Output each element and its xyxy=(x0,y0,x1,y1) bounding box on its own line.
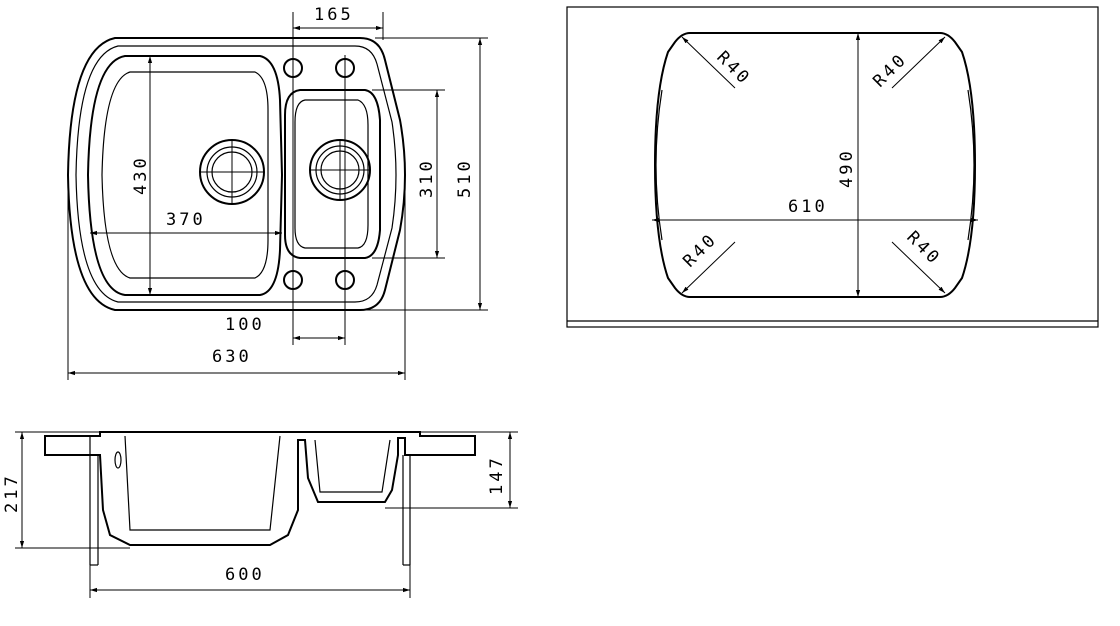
left-bowl xyxy=(86,55,284,296)
dim-165: 165 xyxy=(314,5,354,25)
dim-370: 370 xyxy=(166,210,206,230)
dim-100: 100 xyxy=(225,315,265,335)
cutout-view: 490 610 R40 R40 R40 R40 xyxy=(566,6,1099,328)
drain-right xyxy=(309,139,371,201)
radius-label: R40 xyxy=(679,229,721,271)
dim-147: 147 xyxy=(487,455,507,495)
dim-610: 610 xyxy=(788,197,828,217)
dim-217: 217 xyxy=(2,473,22,513)
dim-630: 630 xyxy=(212,347,252,367)
cutout-outline xyxy=(653,32,977,298)
radius-label: R40 xyxy=(869,49,911,91)
dim-430: 430 xyxy=(131,155,151,195)
dim-490: 490 xyxy=(837,148,857,188)
radius-label: R40 xyxy=(712,47,754,89)
dim-600: 600 xyxy=(225,565,265,585)
side-view: 217 147 600 xyxy=(2,431,518,598)
dim-310: 310 xyxy=(417,158,437,198)
sink-profile xyxy=(44,431,476,546)
dim-510: 510 xyxy=(455,158,475,198)
drain-left xyxy=(199,139,265,205)
radius-label: R40 xyxy=(902,227,944,269)
right-bowl xyxy=(284,89,381,259)
plan-view: 165 430 370 310 510 100 630 xyxy=(66,5,488,380)
